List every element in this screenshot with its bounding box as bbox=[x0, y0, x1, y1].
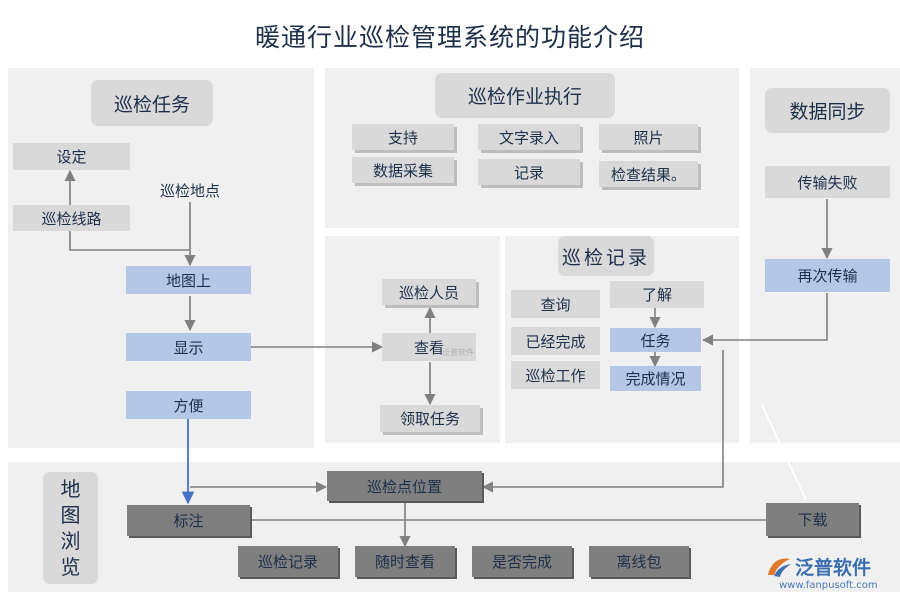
node-check-result: 检查结果。 bbox=[599, 161, 698, 187]
node-text-entry: 文字录入 bbox=[478, 124, 580, 150]
section-inspection-task: 巡检任务 bbox=[91, 80, 213, 126]
map-view-char-2: 图 bbox=[60, 503, 81, 527]
section-data-sync: 数据同步 bbox=[765, 88, 890, 133]
node-record: 记录 bbox=[478, 159, 580, 185]
node-offline-pack: 离线包 bbox=[589, 546, 689, 577]
node-display: 显示 bbox=[126, 333, 251, 361]
logo-url: www.fanpusoft.com bbox=[779, 580, 878, 591]
section-map-view: 地 图 浏 览 bbox=[43, 472, 98, 584]
node-photo: 照片 bbox=[599, 124, 698, 150]
section-inspection-record-label: 巡检记录 bbox=[561, 246, 650, 269]
node-convenient: 方便 bbox=[126, 391, 251, 419]
watermark-text: 泛普软件 bbox=[442, 348, 474, 357]
node-patrol-route: 巡检线路 bbox=[13, 205, 130, 231]
section-execution: 巡检作业执行 bbox=[435, 73, 615, 118]
node-view-label: 查看 bbox=[413, 338, 444, 357]
node-completion-status: 完成情况 bbox=[610, 366, 701, 391]
node-data-collection: 数据采集 bbox=[352, 157, 454, 183]
node-support: 支持 bbox=[352, 124, 454, 150]
logo-name: 泛普软件 bbox=[795, 557, 872, 579]
map-view-char-4: 览 bbox=[60, 555, 81, 579]
node-retransfer: 再次传输 bbox=[765, 259, 890, 292]
node-setting: 设定 bbox=[13, 143, 130, 170]
node-view: 查看 泛普软件 bbox=[382, 333, 476, 361]
node-download: 下载 bbox=[766, 503, 859, 536]
map-view-char-3: 浏 bbox=[60, 529, 81, 553]
node-point-location: 巡检点位置 bbox=[327, 471, 482, 501]
logo-icon bbox=[768, 558, 791, 577]
node-receive-task: 领取任务 bbox=[380, 405, 480, 432]
node-understand: 了解 bbox=[610, 281, 704, 308]
node-is-completed: 是否完成 bbox=[472, 546, 572, 577]
brand-logo: 泛普软件 www.fanpusoft.com bbox=[765, 553, 895, 597]
node-record-bottom: 巡检记录 bbox=[238, 546, 338, 577]
node-patrol-point: 巡检地点 bbox=[159, 181, 220, 200]
node-inspector: 巡检人员 bbox=[382, 279, 476, 305]
node-mark: 标注 bbox=[127, 505, 250, 536]
node-transfer-failed: 传输失败 bbox=[765, 166, 890, 198]
node-query: 查询 bbox=[511, 290, 600, 318]
node-on-map: 地图上 bbox=[126, 266, 251, 294]
panel-inspection-task bbox=[8, 68, 314, 448]
node-view-anytime: 随时查看 bbox=[355, 546, 455, 577]
node-completed: 已经完成 bbox=[511, 327, 600, 355]
node-inspection-work: 巡检工作 bbox=[511, 361, 600, 389]
section-inspection-record: 巡检记录 bbox=[558, 236, 654, 276]
map-view-char-1: 地 bbox=[60, 477, 81, 501]
page-title: 暖通行业巡检管理系统的功能介绍 bbox=[254, 23, 645, 52]
node-task: 任务 bbox=[610, 328, 701, 352]
